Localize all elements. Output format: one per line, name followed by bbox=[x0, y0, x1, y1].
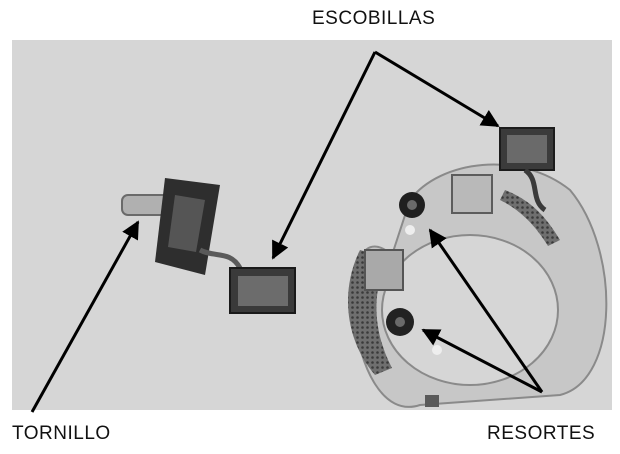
plate-brush-holders bbox=[364, 174, 493, 355]
label-escobillas: ESCOBILLAS bbox=[312, 8, 436, 29]
arrow-escobillas-left bbox=[271, 51, 377, 260]
arrow-resortes-upper bbox=[428, 228, 544, 393]
arrow-tornillo bbox=[30, 220, 140, 413]
arrow-escobillas-right bbox=[374, 50, 500, 128]
label-tornillo: TORNILLO bbox=[12, 423, 111, 444]
label-resortes: RESORTES bbox=[487, 423, 596, 444]
brush-plate bbox=[348, 163, 608, 408]
callout-arrows bbox=[30, 50, 544, 413]
loose-brush bbox=[499, 127, 555, 213]
arrow-resortes-lower bbox=[421, 328, 543, 394]
screw-assembly bbox=[121, 178, 243, 275]
center-brush bbox=[229, 267, 296, 314]
